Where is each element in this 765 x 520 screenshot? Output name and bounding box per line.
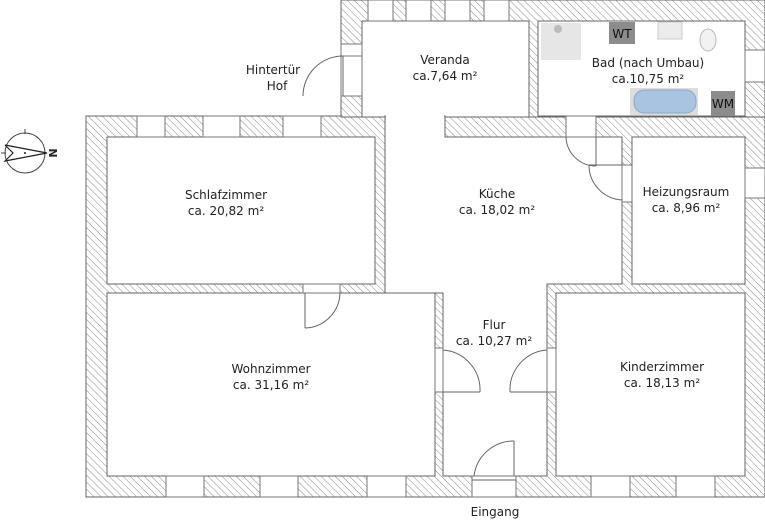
room-name: Flur xyxy=(483,318,506,332)
kinderzimmer-door[interactable] xyxy=(509,347,557,393)
entrance-label: Eingang xyxy=(471,505,520,519)
room-name: Heizungsraum xyxy=(643,185,730,199)
room-area: ca.10,75 m² xyxy=(612,72,685,86)
dryer-appliance xyxy=(609,22,635,44)
wohnzimmer-door[interactable] xyxy=(434,347,481,393)
entrance-door[interactable] xyxy=(471,440,517,498)
back-door-label: Hof xyxy=(267,79,288,93)
room-area: ca.7,64 m² xyxy=(413,69,478,83)
toilet-icon xyxy=(699,28,717,52)
compass-icon: N xyxy=(1,129,59,174)
compass-north-label: N xyxy=(46,148,59,157)
washer-appliance xyxy=(711,91,735,116)
room-area: ca. 18,13 m² xyxy=(624,376,700,390)
heizungsraum-door[interactable] xyxy=(588,164,633,203)
room-name: Wohnzimmer xyxy=(231,362,310,376)
room-heizungsraum xyxy=(631,136,746,285)
back-door-label: Hintertür xyxy=(246,63,300,77)
room-area: ca. 10,27 m² xyxy=(456,334,532,348)
doors xyxy=(302,55,633,498)
room-area: ca. 18,02 m² xyxy=(459,203,535,217)
room-schlafzimmer xyxy=(106,136,376,285)
back-door[interactable] xyxy=(302,55,363,97)
room-wohnzimmer xyxy=(106,292,436,477)
room-name: Veranda xyxy=(420,53,470,67)
room-veranda xyxy=(361,20,530,118)
windows xyxy=(136,0,765,498)
washer-label: WM xyxy=(712,97,734,111)
room-area: ca. 31,16 m² xyxy=(233,378,309,392)
room-name: Kinderzimmer xyxy=(620,360,704,374)
bath-door[interactable] xyxy=(565,115,597,167)
room-area: ca. 8,96 m² xyxy=(652,201,721,215)
room-area: ca. 20,82 m² xyxy=(188,204,264,218)
schlafzimmer-wohnzimmer-door[interactable] xyxy=(302,283,341,329)
dryer-label: WT xyxy=(612,27,632,41)
sink-icon xyxy=(657,21,683,40)
room-name: Küche xyxy=(479,187,515,201)
bath-fixtures: WT WM xyxy=(541,21,735,116)
room-labels: Veranda ca.7,64 m² Bad (nach Umbau) ca.1… xyxy=(185,53,729,519)
room-name: Bad (nach Umbau) xyxy=(592,56,704,70)
room-name: Schlafzimmer xyxy=(185,188,267,202)
room-kinderzimmer xyxy=(555,292,746,477)
